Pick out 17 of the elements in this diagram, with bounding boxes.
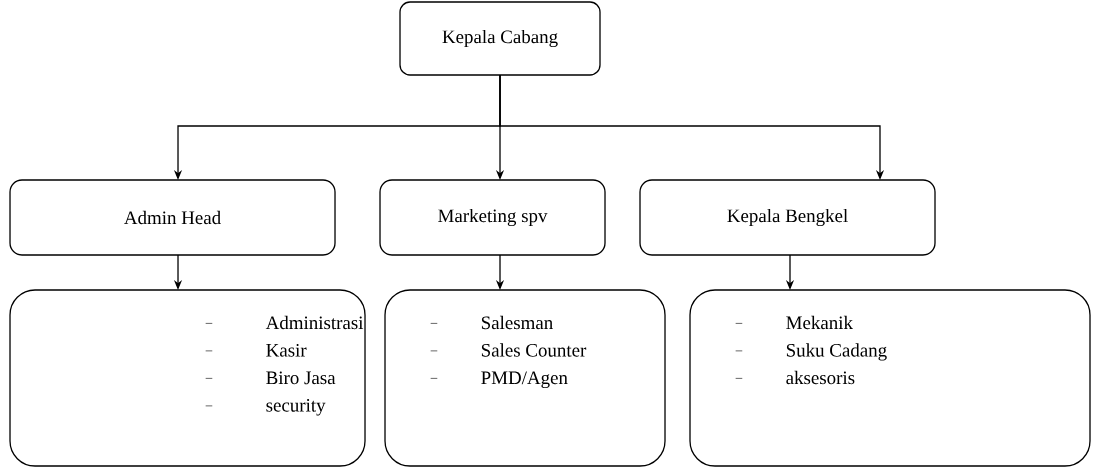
list-item: aksesoris bbox=[786, 370, 855, 385]
list-item: Suku Cadang bbox=[786, 343, 887, 361]
org-box: Kepala Bengkel bbox=[639, 179, 936, 256]
list-item: Mekanik bbox=[786, 315, 853, 330]
list-item: Kasir bbox=[266, 343, 307, 357]
list-box bbox=[689, 289, 1091, 467]
list-item: Salesman bbox=[481, 315, 553, 330]
list-item: security bbox=[266, 398, 326, 416]
list-item: PMD/Agen bbox=[481, 371, 568, 389]
list-item: Administrasi bbox=[265, 315, 364, 330]
org-box: Admin Head bbox=[9, 179, 336, 256]
list-item: Sales Counter bbox=[481, 343, 587, 357]
org-box: Kepala Cabang bbox=[399, 1, 601, 76]
list-box bbox=[9, 289, 366, 467]
org-box: Marketing spv bbox=[379, 179, 606, 256]
list-item: Biro Jasa bbox=[266, 371, 336, 385]
list-box bbox=[384, 289, 666, 467]
